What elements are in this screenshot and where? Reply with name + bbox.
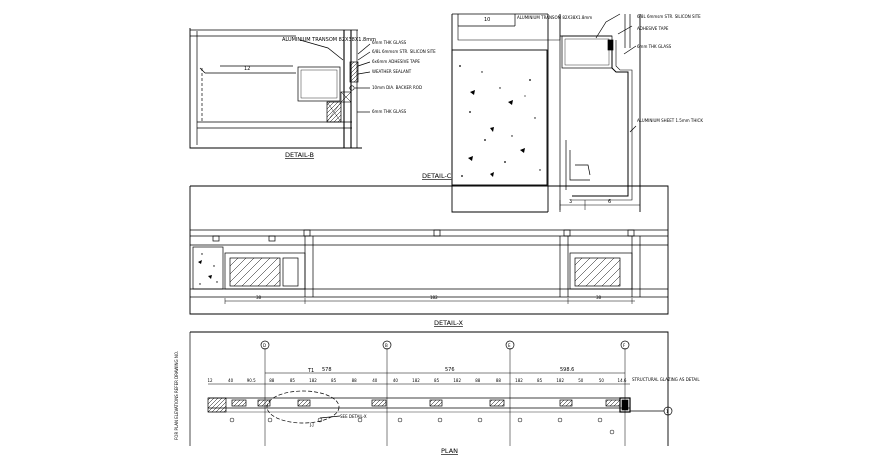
plan-callout-structural-glazing: STRUCTURAL GLAZING AS DETAIL (632, 377, 700, 382)
detail-c-callout-aluminium-sheet: ALUMINIUM SHEET 1.5mm THICK (637, 118, 703, 123)
plan-segment-dim: 12 (207, 378, 213, 383)
plan-label-j: J.J (309, 422, 314, 427)
detail-c-caption: DETAIL-C (422, 172, 452, 180)
detail-c-bottom-dim-right: 6 (608, 199, 611, 205)
plan-segment-dim: 182 (515, 378, 523, 383)
plan-side-note: FOR PLAN ELEVATIONS REFER DRAWING NO. (174, 351, 179, 440)
detail-x-concrete-speckles (198, 253, 218, 285)
plan-segment-dim: 182 (556, 378, 564, 383)
plan-grid-bubble-4: F (623, 343, 626, 348)
detail-x-dim-right: 38 (596, 295, 602, 300)
detail-c (451, 13, 641, 213)
detail-c-callout-glass: 6mm THK GLASS (637, 44, 672, 49)
plan-segment-dim: 85 (434, 378, 440, 383)
detail-b-callout-glass-2: 6mm THK GLASS (372, 109, 407, 114)
detail-b (189, 28, 371, 149)
detail-c-concrete-speckles (459, 65, 541, 177)
plan-segment-dim: 88 (475, 378, 481, 383)
detail-x-dim-left: 38 (256, 295, 262, 300)
detail-x-caption: DETAIL-X (434, 319, 463, 327)
detail-b-callout-backer-rod: 10mm DIA. BACKER ROD (372, 85, 422, 90)
detail-b-callout-glass: 6mm THK GLASS (372, 40, 407, 45)
plan (189, 331, 673, 446)
plan-callout-see-detail-x: SEE DETAIL-X (340, 414, 367, 419)
detail-b-caption: DETAIL-B (285, 151, 314, 159)
plan-segment-dim: 40 (228, 378, 234, 383)
plan-segment-dim: 88 (352, 378, 358, 383)
detail-c-callout-tape: ADHESIVE TAPE (637, 26, 669, 31)
plan-segment-dim: 50 (599, 378, 605, 383)
detail-b-callout-transom: ALUMINIUM TRANSOM 82X38X1.8mm (282, 37, 376, 43)
plan-segment-dim: 85 (290, 378, 296, 383)
detail-b-callout-sealant: WEATHER SEALANT (372, 69, 412, 74)
plan-overall-dim-3: 598.6 (560, 367, 574, 373)
detail-b-callout-silicon: 6/8L 6mmsm STR. SILICON SITE (372, 49, 436, 54)
plan-segment-dim: 14.6 (618, 378, 627, 383)
plan-segment-dimensions: 12 40 90.5 88 85 182 85 88 40 40 182 85 182 88 88 182 85… (207, 378, 626, 383)
detail-x-dim-middle: 182 (430, 295, 438, 300)
plan-overall-dim-2: 576 (445, 367, 455, 373)
plan-overall-dim-1: 578 (322, 367, 332, 373)
plan-segment-dim: 50 (578, 378, 584, 383)
plan-grid-bubble-1: D (263, 343, 266, 348)
plan-end-bubble: 1 (666, 409, 669, 414)
plan-segment-dim: 88 (496, 378, 502, 383)
plan-segment-dim: 182 (412, 378, 420, 383)
plan-segment-dim: 85 (537, 378, 543, 383)
plan-grid-bubble-2: B (385, 343, 388, 348)
plan-segment-dim: 85 (331, 378, 337, 383)
plan-segment-dim: 182 (453, 378, 461, 383)
detail-b-dimension: 12 (244, 66, 250, 72)
plan-segment-dim: 88 (269, 378, 275, 383)
detail-x (189, 185, 669, 315)
detail-c-callout-transom: ALUMINIUM TRANSOM 82X38X1.8mm (517, 15, 592, 20)
plan-caption: PLAN (441, 447, 458, 455)
plan-segment-dim: 90.5 (247, 378, 256, 383)
plan-grid-bubble-3: E (508, 343, 511, 348)
detail-c-top-dimension: 10 (484, 17, 490, 23)
detail-c-bottom-dim-left: 3 (569, 199, 572, 205)
plan-segment-dim: 40 (372, 378, 378, 383)
plan-overall-dim-t1: T1 (307, 368, 314, 374)
plan-segment-dim: 40 (393, 378, 399, 383)
detail-c-callout-silicon: 6/8L 6mmsm STR. SILICON SITE (637, 14, 701, 19)
plan-anchor-dots (229, 417, 615, 435)
detail-b-callout-tape: 6x6mm ADHESIVE TAPE (372, 59, 420, 64)
plan-segment-dim: 182 (309, 378, 317, 383)
